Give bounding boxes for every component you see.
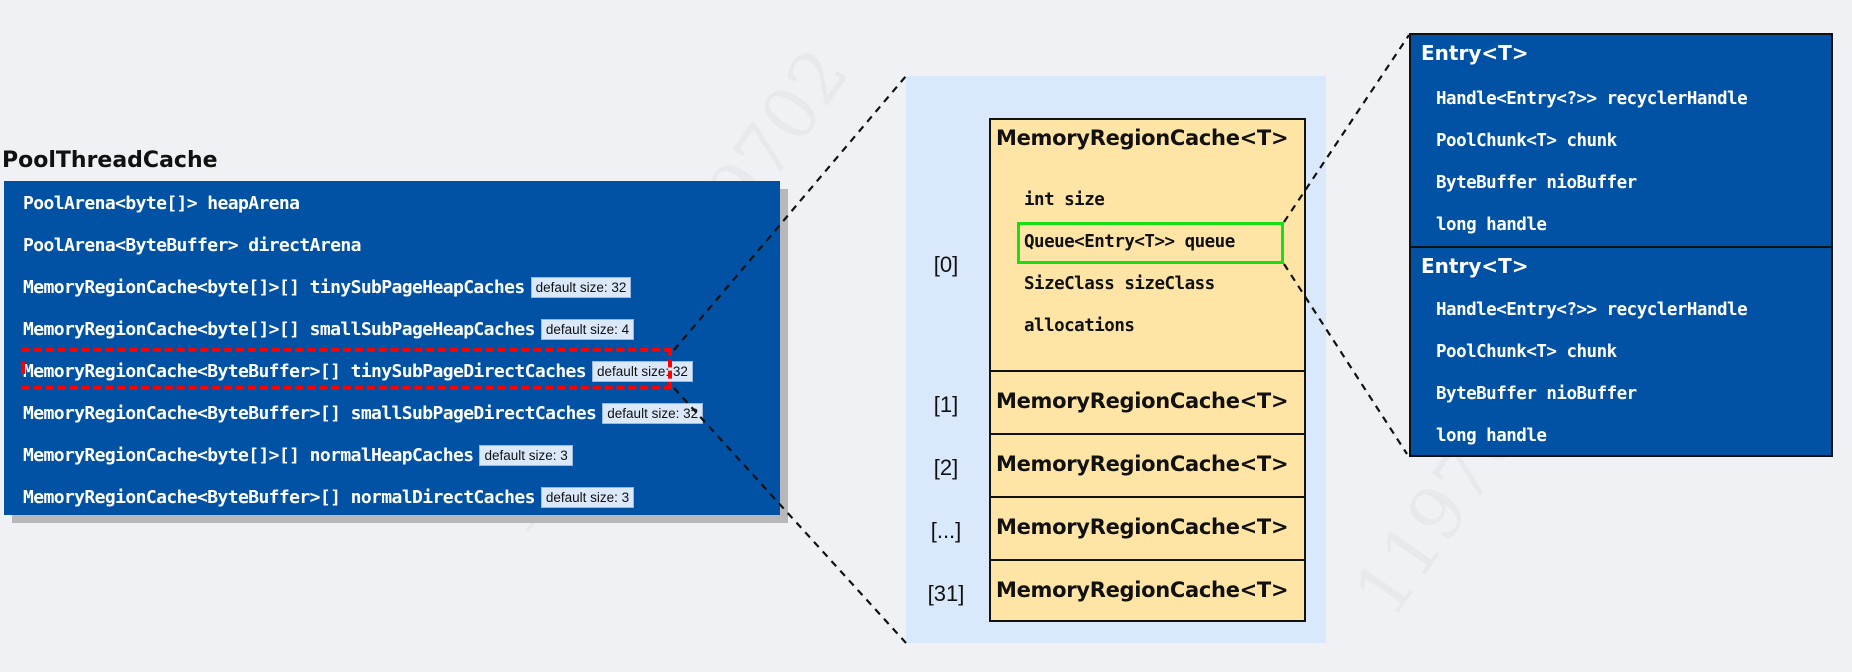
memory-region-cache-array: MemoryRegionCache<T> int size Queue<Entr… (989, 118, 1306, 622)
entry-title: Entry<T> (1421, 254, 1529, 278)
field-allocations: allocations (1024, 316, 1135, 336)
cell-title: MemoryRegionCache<T> (996, 452, 1289, 476)
default-size-badge: default size: 3 (540, 486, 635, 508)
memory-region-cache-cell-1[interactable]: MemoryRegionCache<T> (991, 370, 1304, 433)
field-tiny-subpage-direct-caches[interactable]: MemoryRegionCache<ByteBuffer>[] tinySubP… (23, 356, 693, 386)
default-size-badge: default size: 32 (592, 360, 693, 382)
field-chunk: PoolChunk<T> chunk (1436, 342, 1617, 362)
pool-thread-cache-title: PoolThreadCache (2, 148, 218, 173)
memory-region-cache-cell-31[interactable]: MemoryRegionCache<T> (991, 559, 1304, 622)
field-int-size: int size (1024, 190, 1105, 210)
cell-title: MemoryRegionCache<T> (996, 389, 1289, 413)
memory-region-cache-cell-ellipsis[interactable]: MemoryRegionCache<T> (991, 496, 1304, 559)
field-text: MemoryRegionCache<byte[]>[] smallSubPage… (23, 318, 535, 340)
field-text: MemoryRegionCache<ByteBuffer>[] normalDi… (23, 486, 535, 508)
cell-title: MemoryRegionCache<T> (996, 126, 1289, 150)
array-index-ellipsis: [...] (930, 518, 962, 543)
field-small-subpage-direct-caches[interactable]: MemoryRegionCache<ByteBuffer>[] smallSub… (23, 398, 704, 428)
cell-title: MemoryRegionCache<T> (996, 515, 1289, 539)
entry-title: Entry<T> (1421, 41, 1529, 65)
field-direct-arena[interactable]: PoolArena<ByteBuffer> directArena (23, 230, 361, 260)
field-normal-direct-caches[interactable]: MemoryRegionCache<ByteBuffer>[] normalDi… (23, 482, 635, 512)
field-nio-buffer: ByteBuffer nioBuffer (1436, 173, 1637, 193)
field-text: MemoryRegionCache<byte[]>[] tinySubPageH… (23, 276, 525, 298)
array-index-0: [0] (933, 252, 959, 277)
highlight-dashed-box (22, 348, 672, 390)
default-size-badge: default size: 3 (479, 444, 573, 466)
field-heap-arena[interactable]: PoolArena<byte[]> heapArena (23, 188, 300, 218)
field-recycler-handle: Handle<Entry<?>> recyclerHandle (1436, 89, 1748, 109)
field-tiny-subpage-heap-caches[interactable]: MemoryRegionCache<byte[]>[] tinySubPageH… (23, 272, 632, 302)
highlight-dashed-box-edge (21, 362, 25, 374)
default-size-badge: default size: 32 (602, 402, 704, 424)
cell-title: MemoryRegionCache<T> (996, 578, 1289, 602)
memory-region-cache-cell-2[interactable]: MemoryRegionCache<T> (991, 433, 1304, 496)
queue-highlight-box (1017, 222, 1284, 264)
memory-region-cache-cell-0[interactable]: MemoryRegionCache<T> int size Queue<Entr… (991, 118, 1304, 370)
entry-panel-0: Entry<T> Handle<Entry<?>> recyclerHandle… (1409, 33, 1833, 248)
field-text: MemoryRegionCache<ByteBuffer>[] tinySubP… (23, 360, 587, 382)
field-nio-buffer: ByteBuffer nioBuffer (1436, 384, 1637, 404)
field-text: MemoryRegionCache<byte[]>[] normalHeapCa… (23, 444, 474, 466)
field-text: PoolArena<ByteBuffer> directArena (23, 234, 361, 256)
field-handle: long handle (1436, 215, 1547, 235)
field-normal-heap-caches[interactable]: MemoryRegionCache<byte[]>[] normalHeapCa… (23, 440, 573, 470)
field-size-class: SizeClass sizeClass (1024, 274, 1215, 294)
field-handle: long handle (1436, 426, 1547, 446)
entry-panel-1: Entry<T> Handle<Entry<?>> recyclerHandle… (1409, 246, 1833, 457)
array-index-1: [1] (933, 392, 959, 417)
field-queue[interactable]: Queue<Entry<T>> queue (1024, 232, 1235, 252)
default-size-badge: default size: 32 (530, 276, 632, 298)
array-index-31: [31] (927, 581, 965, 606)
field-small-subpage-heap-caches[interactable]: MemoryRegionCache<byte[]>[] smallSubPage… (23, 314, 635, 344)
field-chunk: PoolChunk<T> chunk (1436, 131, 1617, 151)
field-text: MemoryRegionCache<ByteBuffer>[] smallSub… (23, 402, 597, 424)
field-text: PoolArena<byte[]> heapArena (23, 192, 300, 214)
array-index-2: [2] (933, 455, 959, 480)
field-recycler-handle: Handle<Entry<?>> recyclerHandle (1436, 300, 1748, 320)
default-size-badge: default size: 4 (540, 318, 635, 340)
